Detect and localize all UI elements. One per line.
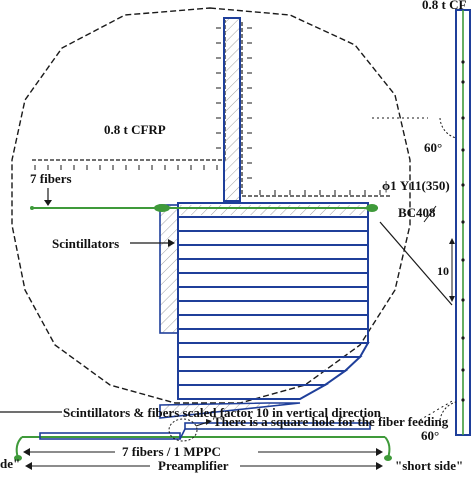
fiber-right-connector (366, 204, 378, 212)
detail-line-lower2 (419, 399, 455, 421)
label-wls: ϕ1 Y11(350) (382, 178, 450, 193)
label-hole-note: There is a square hole for the fiber fee… (213, 414, 449, 429)
mppc-arrowhead-right (376, 448, 383, 456)
bottom-scint-step (179, 428, 186, 440)
bottom-scint-right (184, 422, 371, 430)
upper-left-region (32, 20, 226, 161)
fiber-left-end (30, 206, 34, 210)
vertical-support-bar (223, 17, 241, 202)
bc408-pointer (423, 205, 437, 223)
pitch-arrow-bottom (449, 296, 455, 302)
label-fibers-mppc: 7 fibers / 1 MPPC (122, 444, 221, 459)
label-fibers: 7 fibers (30, 171, 72, 186)
label-short-side: "short side" (395, 458, 463, 473)
scintillators-arrowhead (168, 239, 175, 247)
preamp-arrowhead-left (25, 462, 32, 470)
angle-arc-bottom (439, 401, 457, 421)
cfrp-plate-outline (11, 7, 411, 404)
angle-arc-top (439, 117, 457, 139)
hole-marker (168, 418, 198, 442)
hole-pointer-head (206, 419, 212, 425)
rivet-marks (34, 27, 381, 195)
label-angle-top: 60° (424, 140, 442, 155)
bottom-left-connector (14, 455, 22, 461)
label-long-side: de" (0, 456, 20, 471)
left-hatched-block (159, 204, 179, 334)
label-plate: 0.8 t CFRP (104, 122, 166, 137)
bottom-right-bend (384, 436, 391, 459)
scintillator-hatch (180, 205, 366, 215)
right-region (241, 22, 392, 197)
label-section-title: Scintillators & fibers scaled factor 10 … (63, 405, 382, 420)
bottom-left-bend (15, 436, 23, 459)
label-scint-type: BC408 (398, 205, 436, 220)
bottom-scint-left (39, 432, 181, 440)
scintillator-stack (177, 202, 370, 400)
fibers-arrowhead (44, 200, 52, 206)
preamp-arrowhead-right (376, 462, 383, 470)
label-angle-bottom: 60° (421, 428, 439, 443)
mppc-arrowhead-left (23, 448, 30, 456)
label-preamp: Preamplifier (158, 458, 229, 473)
label-scintillators: Scintillators (52, 236, 119, 251)
label-top-right: 0.8 t CF (422, 0, 466, 12)
fiber-left-connector (154, 204, 170, 212)
bottom-hatched-base (159, 402, 301, 419)
label-pitch: 10 (437, 264, 449, 278)
bottom-right-connector (384, 455, 392, 461)
detail-line-lower (379, 221, 453, 306)
detail-ticks (461, 60, 465, 402)
pitch-arrow-top (449, 238, 455, 244)
